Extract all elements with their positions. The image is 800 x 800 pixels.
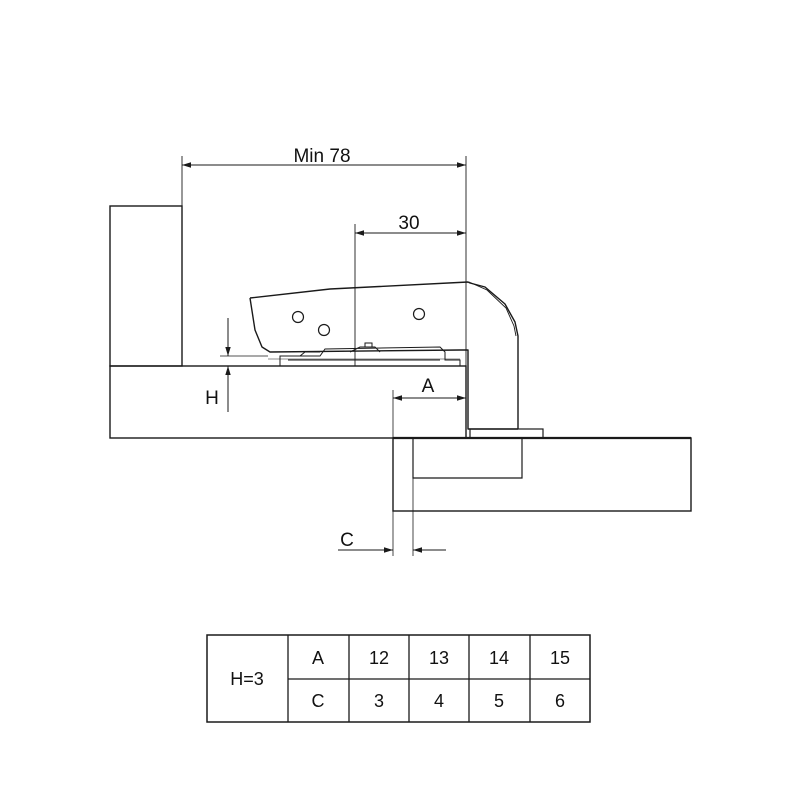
table-cell-c-3: 5 — [494, 691, 504, 711]
table-cell-a-2: 13 — [429, 648, 449, 668]
frame-panel — [392, 437, 692, 512]
hinge-arm-inner — [468, 281, 517, 337]
hinge-arm — [249, 281, 519, 430]
hinge-rivet-2 — [317, 323, 331, 337]
mounting-plate — [469, 428, 544, 439]
hinge-rivet-3 — [412, 307, 426, 321]
table-cell-a-1: 12 — [369, 648, 389, 668]
spec-table: H=3 A 12 13 14 15 C 3 4 5 6 — [206, 634, 591, 723]
table-row-label-c: C — [312, 691, 325, 711]
table-cell-c-1: 3 — [374, 691, 384, 711]
cabinet-side-panel — [109, 205, 183, 367]
h-label: H — [205, 388, 219, 409]
cup-offset-label: 30 — [398, 213, 419, 234]
cup-bore — [412, 438, 523, 479]
door-panel — [109, 365, 467, 439]
min-width-label: Min 78 — [293, 146, 350, 167]
table-condition-cell: H=3 — [230, 669, 264, 689]
hinge-base-mechanism — [279, 342, 461, 366]
table-cell-c-2: 4 — [434, 691, 444, 711]
hinge-rivet-1 — [291, 310, 305, 324]
a-label: A — [422, 376, 435, 397]
table-row-label-a: A — [312, 648, 324, 668]
table-cell-c-4: 6 — [555, 691, 565, 711]
table-cell-a-4: 15 — [550, 648, 570, 668]
c-label: C — [340, 530, 354, 551]
table-cell-a-3: 14 — [489, 648, 509, 668]
